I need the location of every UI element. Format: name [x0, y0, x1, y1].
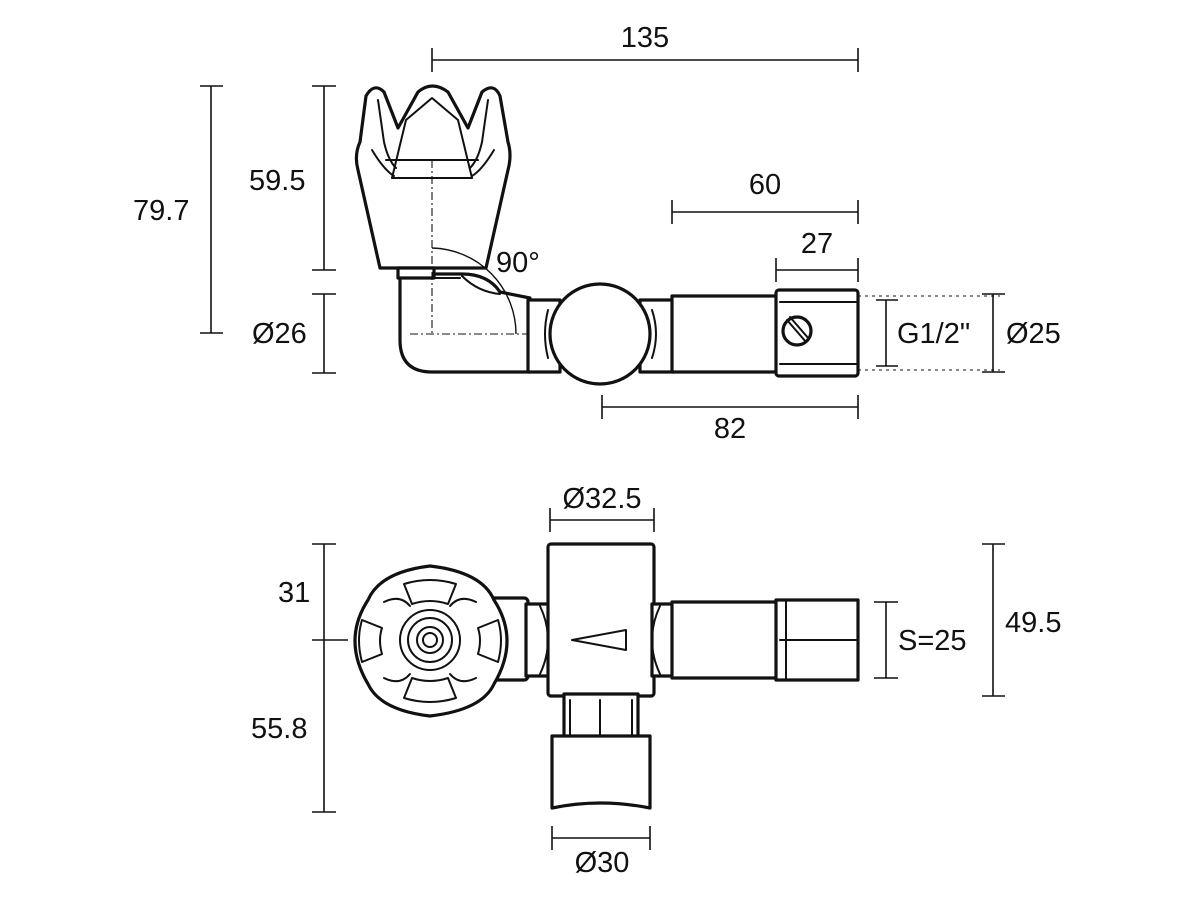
dim-d26: Ø26 — [252, 293, 336, 374]
valve-body — [526, 282, 676, 386]
dim-49-5-label: 49.5 — [1005, 607, 1061, 639]
dim-d30-label: Ø30 — [575, 847, 630, 879]
dim-27-label: 27 — [801, 228, 833, 260]
dim-31: 31 — [278, 543, 348, 641]
dim-d25: Ø25 — [982, 293, 1061, 373]
elbow-fitting — [396, 266, 532, 374]
dim-60: 60 — [671, 169, 859, 224]
valve-handle — [354, 84, 512, 270]
slotted-screw-icon — [781, 315, 813, 347]
dim-55-8: 55.8 — [251, 640, 336, 813]
dim-d26-label: Ø26 — [252, 318, 307, 350]
dim-59-5-label: 59.5 — [249, 165, 305, 197]
dim-82-label: 82 — [714, 413, 746, 445]
dim-d30: Ø30 — [551, 826, 651, 879]
dim-135-label: 135 — [621, 22, 669, 54]
angle-90: 90° — [431, 247, 540, 335]
outlet-pipe-top — [670, 598, 860, 682]
valve-handle-top — [353, 564, 530, 718]
dim-thread: G1/2" — [876, 299, 970, 367]
outlet-pipe — [670, 294, 780, 374]
side-view: 135 79.7 59.5 Ø26 — [133, 22, 1061, 445]
dim-wrench: S=25 — [874, 601, 967, 679]
dim-thread-label: G1/2" — [897, 318, 970, 350]
dim-d32-5-label: Ø32.5 — [563, 483, 642, 515]
dim-wrench-label: S=25 — [898, 625, 967, 657]
dim-82: 82 — [601, 395, 859, 445]
dim-49-5: 49.5 — [982, 543, 1061, 697]
dim-55-8-label: 55.8 — [251, 713, 307, 745]
dim-27: 27 — [775, 228, 859, 282]
dim-79-7: 79.7 — [133, 85, 223, 334]
valve-body-top — [524, 542, 676, 698]
dim-d25-label: Ø25 — [1006, 318, 1061, 350]
dim-d32-5: Ø32.5 — [549, 483, 655, 532]
dim-60-label: 60 — [749, 169, 781, 201]
arrow-indicator-icon — [571, 629, 627, 651]
union-nut — [774, 288, 860, 378]
dim-79-7-label: 79.7 — [133, 195, 189, 227]
angle-90-label: 90° — [496, 247, 540, 279]
dim-31-label: 31 — [278, 577, 310, 609]
top-view: Ø32.5 31 55.8 — [251, 483, 1061, 879]
dim-59-5: 59.5 — [249, 85, 336, 271]
dim-135: 135 — [431, 22, 859, 72]
bottom-connector — [550, 692, 652, 810]
